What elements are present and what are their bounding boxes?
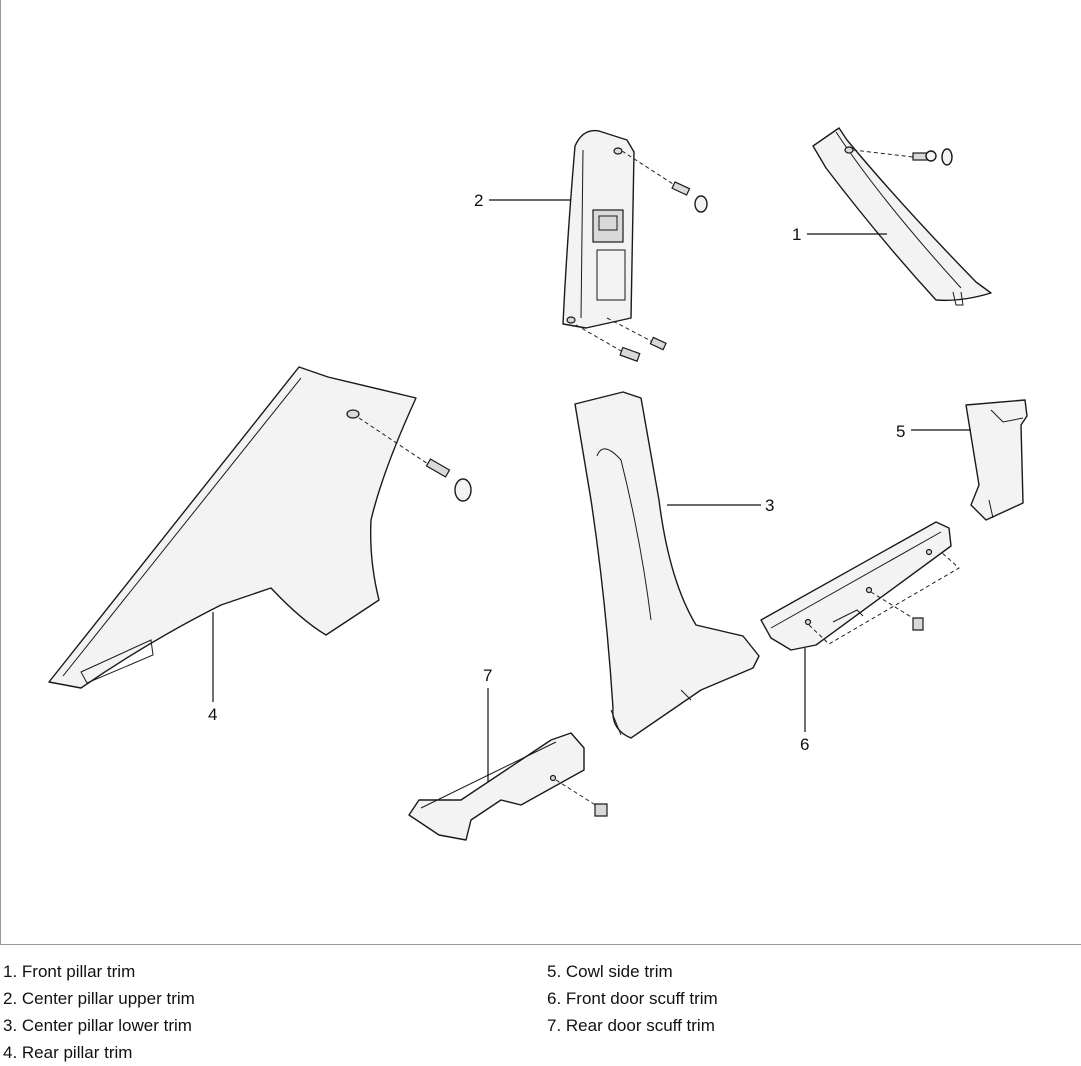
rear-pillar-trim xyxy=(48,366,417,689)
legend-item: 6. Front door scuff trim xyxy=(547,989,718,1008)
upper-trim-screws xyxy=(575,150,708,362)
center-pillar-lower-trim xyxy=(574,391,760,739)
front-scuff-screw xyxy=(808,551,960,645)
front-door-scuff-trim xyxy=(760,521,952,651)
callout-1: 1 xyxy=(792,225,801,244)
legend-item: 5. Cowl side trim xyxy=(547,962,673,981)
callout-5: 5 xyxy=(896,422,905,441)
rear-scuff-screw xyxy=(555,779,608,817)
legend-item: 1. Front pillar trim xyxy=(3,962,136,981)
callout-2: 2 xyxy=(474,191,483,210)
leader-lines xyxy=(212,199,971,782)
diagram-canvas: 1 2 3 4 5 6 7 xyxy=(48,127,1028,841)
cowl-side-trim xyxy=(965,399,1028,521)
callout-7: 7 xyxy=(483,666,492,685)
legend-item: 7. Rear door scuff trim xyxy=(547,1016,715,1035)
callout-6: 6 xyxy=(800,735,809,754)
rear-door-scuff-trim xyxy=(408,732,585,841)
legend-item: 2. Center pillar upper trim xyxy=(3,989,195,1008)
rear-pillar-screw-grommet xyxy=(358,417,472,502)
legend-column-right: 5. Cowl side trim 6. Front door scuff tr… xyxy=(547,958,718,1039)
legend-column-left: 1. Front pillar trim 2. Center pillar up… xyxy=(3,958,195,1066)
parts-legend: 1. Front pillar trim 2. Center pillar up… xyxy=(0,958,1081,1064)
exploded-parts-diagram: 1 2 3 4 5 6 7 xyxy=(0,0,1081,945)
legend-item: 4. Rear pillar trim xyxy=(3,1043,133,1062)
center-pillar-upper-trim xyxy=(562,129,635,329)
legend-item: 3. Center pillar lower trim xyxy=(3,1016,192,1035)
front-pillar-trim xyxy=(812,127,992,306)
front-pillar-screw-grommet xyxy=(852,148,953,166)
callout-3: 3 xyxy=(765,496,774,515)
callout-4: 4 xyxy=(208,705,217,724)
